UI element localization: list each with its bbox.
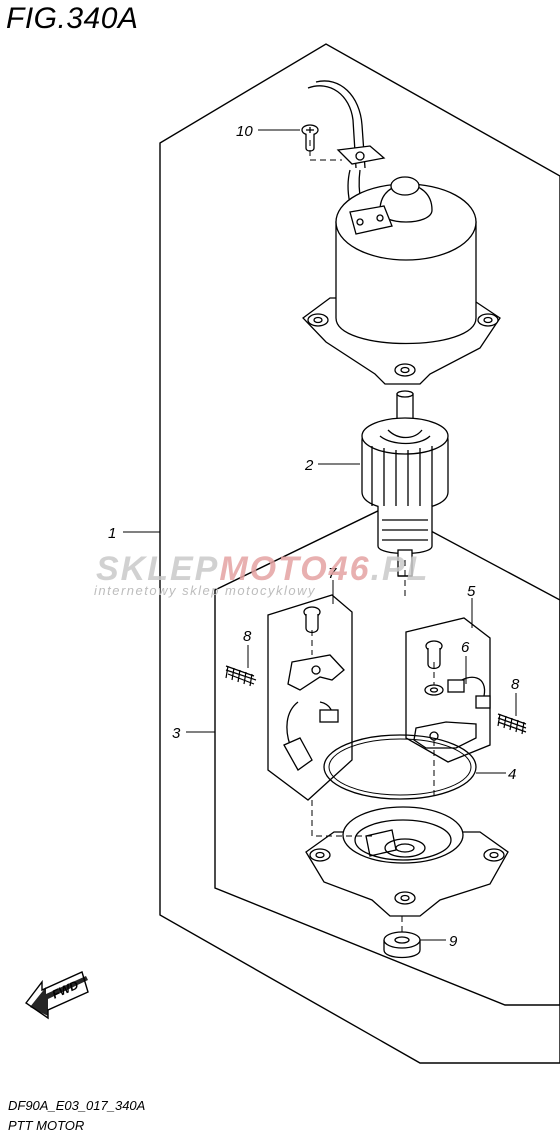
callout-5: 5	[467, 583, 476, 600]
figure-name: PTT MOTOR	[8, 1118, 85, 1133]
o-ring-inner	[328, 738, 472, 796]
leader-lines	[123, 129, 517, 941]
figure-model-code: DF90A_E03_017_340A	[8, 1098, 146, 1113]
end-cap	[305, 806, 509, 917]
brush-holder-left	[267, 594, 353, 801]
armature	[361, 390, 449, 577]
screw-10	[301, 124, 319, 152]
callout-3: 3	[172, 725, 181, 742]
callout-8-right: 8	[511, 676, 520, 693]
assembly-outline-1	[159, 43, 560, 1064]
callout-4: 4	[508, 766, 516, 783]
forward-arrow-icon: FWD	[24, 971, 89, 1020]
bushing	[383, 931, 421, 959]
callout-8-left: 8	[243, 628, 252, 645]
watermark-brand: SKLEPMOTO46.PL	[96, 550, 430, 588]
callout-10: 10	[236, 123, 253, 140]
watermark-tagline: internetowy sklep motocyklowy	[94, 583, 316, 598]
motor-housing	[302, 80, 501, 385]
figure-title: FIG.340A	[6, 2, 139, 35]
callout-6: 6	[461, 639, 470, 656]
callout-2: 2	[304, 457, 314, 474]
brush-holder-right	[405, 617, 491, 763]
callout-1: 1	[108, 525, 116, 542]
assembly-guides	[309, 140, 435, 932]
callout-9: 9	[449, 933, 458, 950]
springs	[225, 665, 527, 735]
o-ring	[323, 734, 477, 800]
callout-7: 7	[328, 565, 337, 582]
